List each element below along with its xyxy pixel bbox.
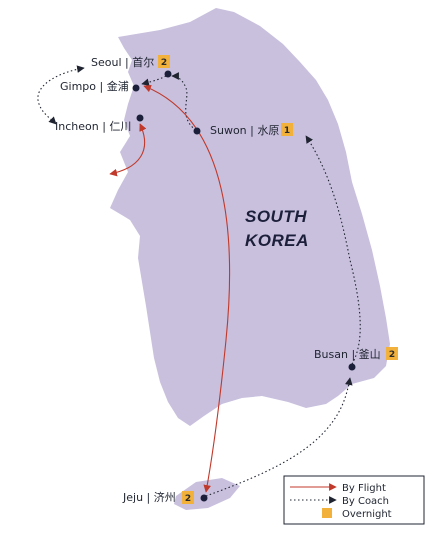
city-label-jeju: Jeju | 济州 — [122, 490, 176, 504]
svg-text:2: 2 — [185, 494, 191, 504]
city-label-suwon: Suwon | 水原 — [210, 124, 279, 137]
city-dot-busan[interactable] — [348, 363, 356, 371]
city-dot-suwon[interactable] — [193, 127, 201, 135]
city-dot-seoul[interactable] — [164, 70, 172, 78]
city-label-busan: Busan | 釜山 — [314, 347, 381, 361]
city-label-gimpo: Gimpo | 金浦 — [60, 79, 129, 93]
legend: By Flight By Coach Overnight — [283, 475, 425, 525]
city-dot-incheon[interactable] — [136, 114, 144, 122]
svg-text:2: 2 — [161, 58, 167, 68]
overnight-badge-jeju: 2 — [182, 491, 194, 504]
city-dot-jeju[interactable] — [200, 494, 208, 502]
legend-flight-label: By Flight — [342, 483, 386, 494]
legend-overnight-label: Overnight — [342, 509, 392, 520]
city-dot-gimpo[interactable] — [132, 84, 140, 92]
coach-route-seoul-gimpo — [141, 75, 167, 87]
city-label-incheon: Incheon | 仁川 — [55, 120, 131, 133]
legend-coach-label: By Coach — [342, 496, 389, 507]
flight-route-incheon-loop — [109, 123, 147, 177]
country-name-line1: SOUTH — [245, 207, 307, 226]
coach-route-seoul-incheon — [37, 65, 85, 125]
svg-text:1: 1 — [284, 126, 290, 136]
country-name-line2: KOREA — [245, 231, 309, 250]
coach-route-suwon-seoul — [171, 72, 197, 131]
overnight-badge-seoul: 2 — [158, 55, 170, 68]
coach-route-busan-suwon — [305, 135, 361, 365]
legend-overnight-swatch — [322, 508, 332, 518]
overnight-badge-busan: 2 — [386, 347, 398, 360]
svg-text:2: 2 — [389, 350, 395, 360]
coach-route-jeju-busan — [205, 377, 353, 497]
city-label-seoul: Seoul | 首尔 — [91, 55, 154, 69]
overnight-badge-suwon: 1 — [281, 123, 293, 136]
